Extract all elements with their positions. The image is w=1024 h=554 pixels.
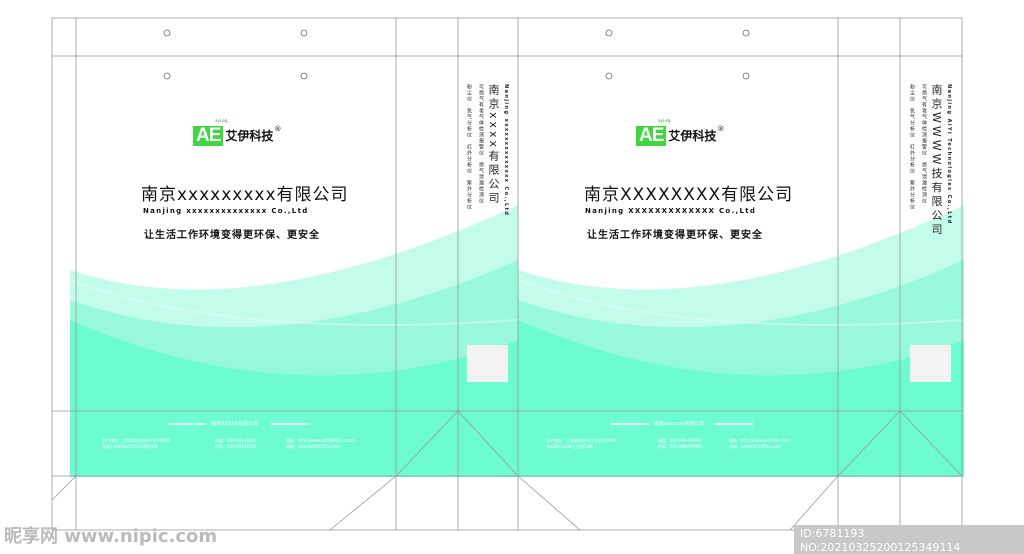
footer-company: 南京XXXXX有限公司 (211, 421, 259, 427)
email: 邮箱：salesfaXXXXqu.com (729, 444, 781, 449)
company-name-en: Nanjing xxxxxxxxxxxxxx Co.,Ltd (143, 207, 309, 215)
slogan: 让生活工作环境变得更环保、更安全 (587, 230, 763, 241)
registered-mark: ® (717, 125, 725, 133)
company-name-cn: 南京XXXXXXXX有限公司 (584, 185, 794, 205)
company-name-en: Nanjing XXXXXXXXXXXXX Co.,Ltd (585, 207, 757, 215)
phone: 电话：400-044-4444 (215, 438, 256, 443)
side-company-cn: 南京xxxx有限公司 (487, 84, 500, 207)
website: 网址：http://www.auXXXu.com (729, 438, 790, 443)
side-products-2: 粉尘仪 氧气分析仪 红外分析仪 紫外分析仪 (466, 84, 472, 210)
side-company-en: Nanjing xxxxxxxxxxxxxx Co.,Ltd (503, 84, 509, 217)
email: 邮箱：salesfaWQEAQu.com (286, 444, 340, 449)
address-line: 东XXXXXXXX工业园13栋 (546, 444, 594, 449)
logo-letters: AE (636, 126, 667, 146)
fax: 传真：025-84444444 (215, 444, 257, 449)
side-products-2: 粉尘仪 氧气分析仪 红外分析仪 紫外分析仪 (909, 84, 915, 210)
punch-holes (163, 29, 750, 80)
footer-company: 南京xxxxxxx有限公司 (654, 421, 705, 427)
side-products-1: 可燃气有毒气体检测报警仪 燃气泄漏检测仪 (478, 84, 484, 204)
company-name-cn: 南京xxxxxxxxx有限公司 (141, 185, 349, 205)
address-line: 东路13XXXXXXXXXXX园13栋 (102, 444, 159, 449)
side-products-1: 可燃气有毒气体检测报警仪 燃气泄漏检测仪 (921, 84, 927, 204)
address-line: 生产地址：江苏省南京市X宁区XXXXX (102, 438, 171, 443)
logo: ayi.eq. AE 艾伊科技 ® (636, 118, 725, 146)
logo-letters: AE (193, 126, 224, 146)
fax: 传真：025-899999999 (658, 444, 702, 449)
qr-code-placeholder (467, 345, 508, 382)
slogan: 让生活工作环境变得更环保、更安全 (144, 230, 320, 241)
side-company-cn: 南京WWWW技有限公司 (930, 84, 943, 238)
registered-mark: ® (274, 125, 282, 133)
logo-name: 艾伊科技 (225, 129, 274, 143)
phone: 电话：400-999-99999 (658, 438, 701, 443)
logo-name: 艾伊科技 (668, 129, 717, 143)
website: 网址：http://www.aWQEWQcu.com (286, 438, 355, 443)
logo: ayi.eq. AE 艾伊科技 ® (193, 118, 282, 146)
wave-background (70, 205, 964, 477)
qr-code-placeholder (910, 345, 951, 382)
fold-lines (51, 17, 963, 531)
address-line: 生产地址：江苏省南京市江宁区XXXXX (546, 438, 616, 443)
side-company-en: Nanjing AiYi Technologies Co.,Ltd (946, 84, 952, 225)
watermark: 昵享网 www.nipic.com (4, 526, 218, 547)
image-id-label: ID:6781193 NO:20210325200125349114 (794, 525, 1024, 554)
logo-tagline: ayi.eq. (215, 118, 229, 123)
logo-tagline: ayi.eq. (658, 118, 672, 123)
